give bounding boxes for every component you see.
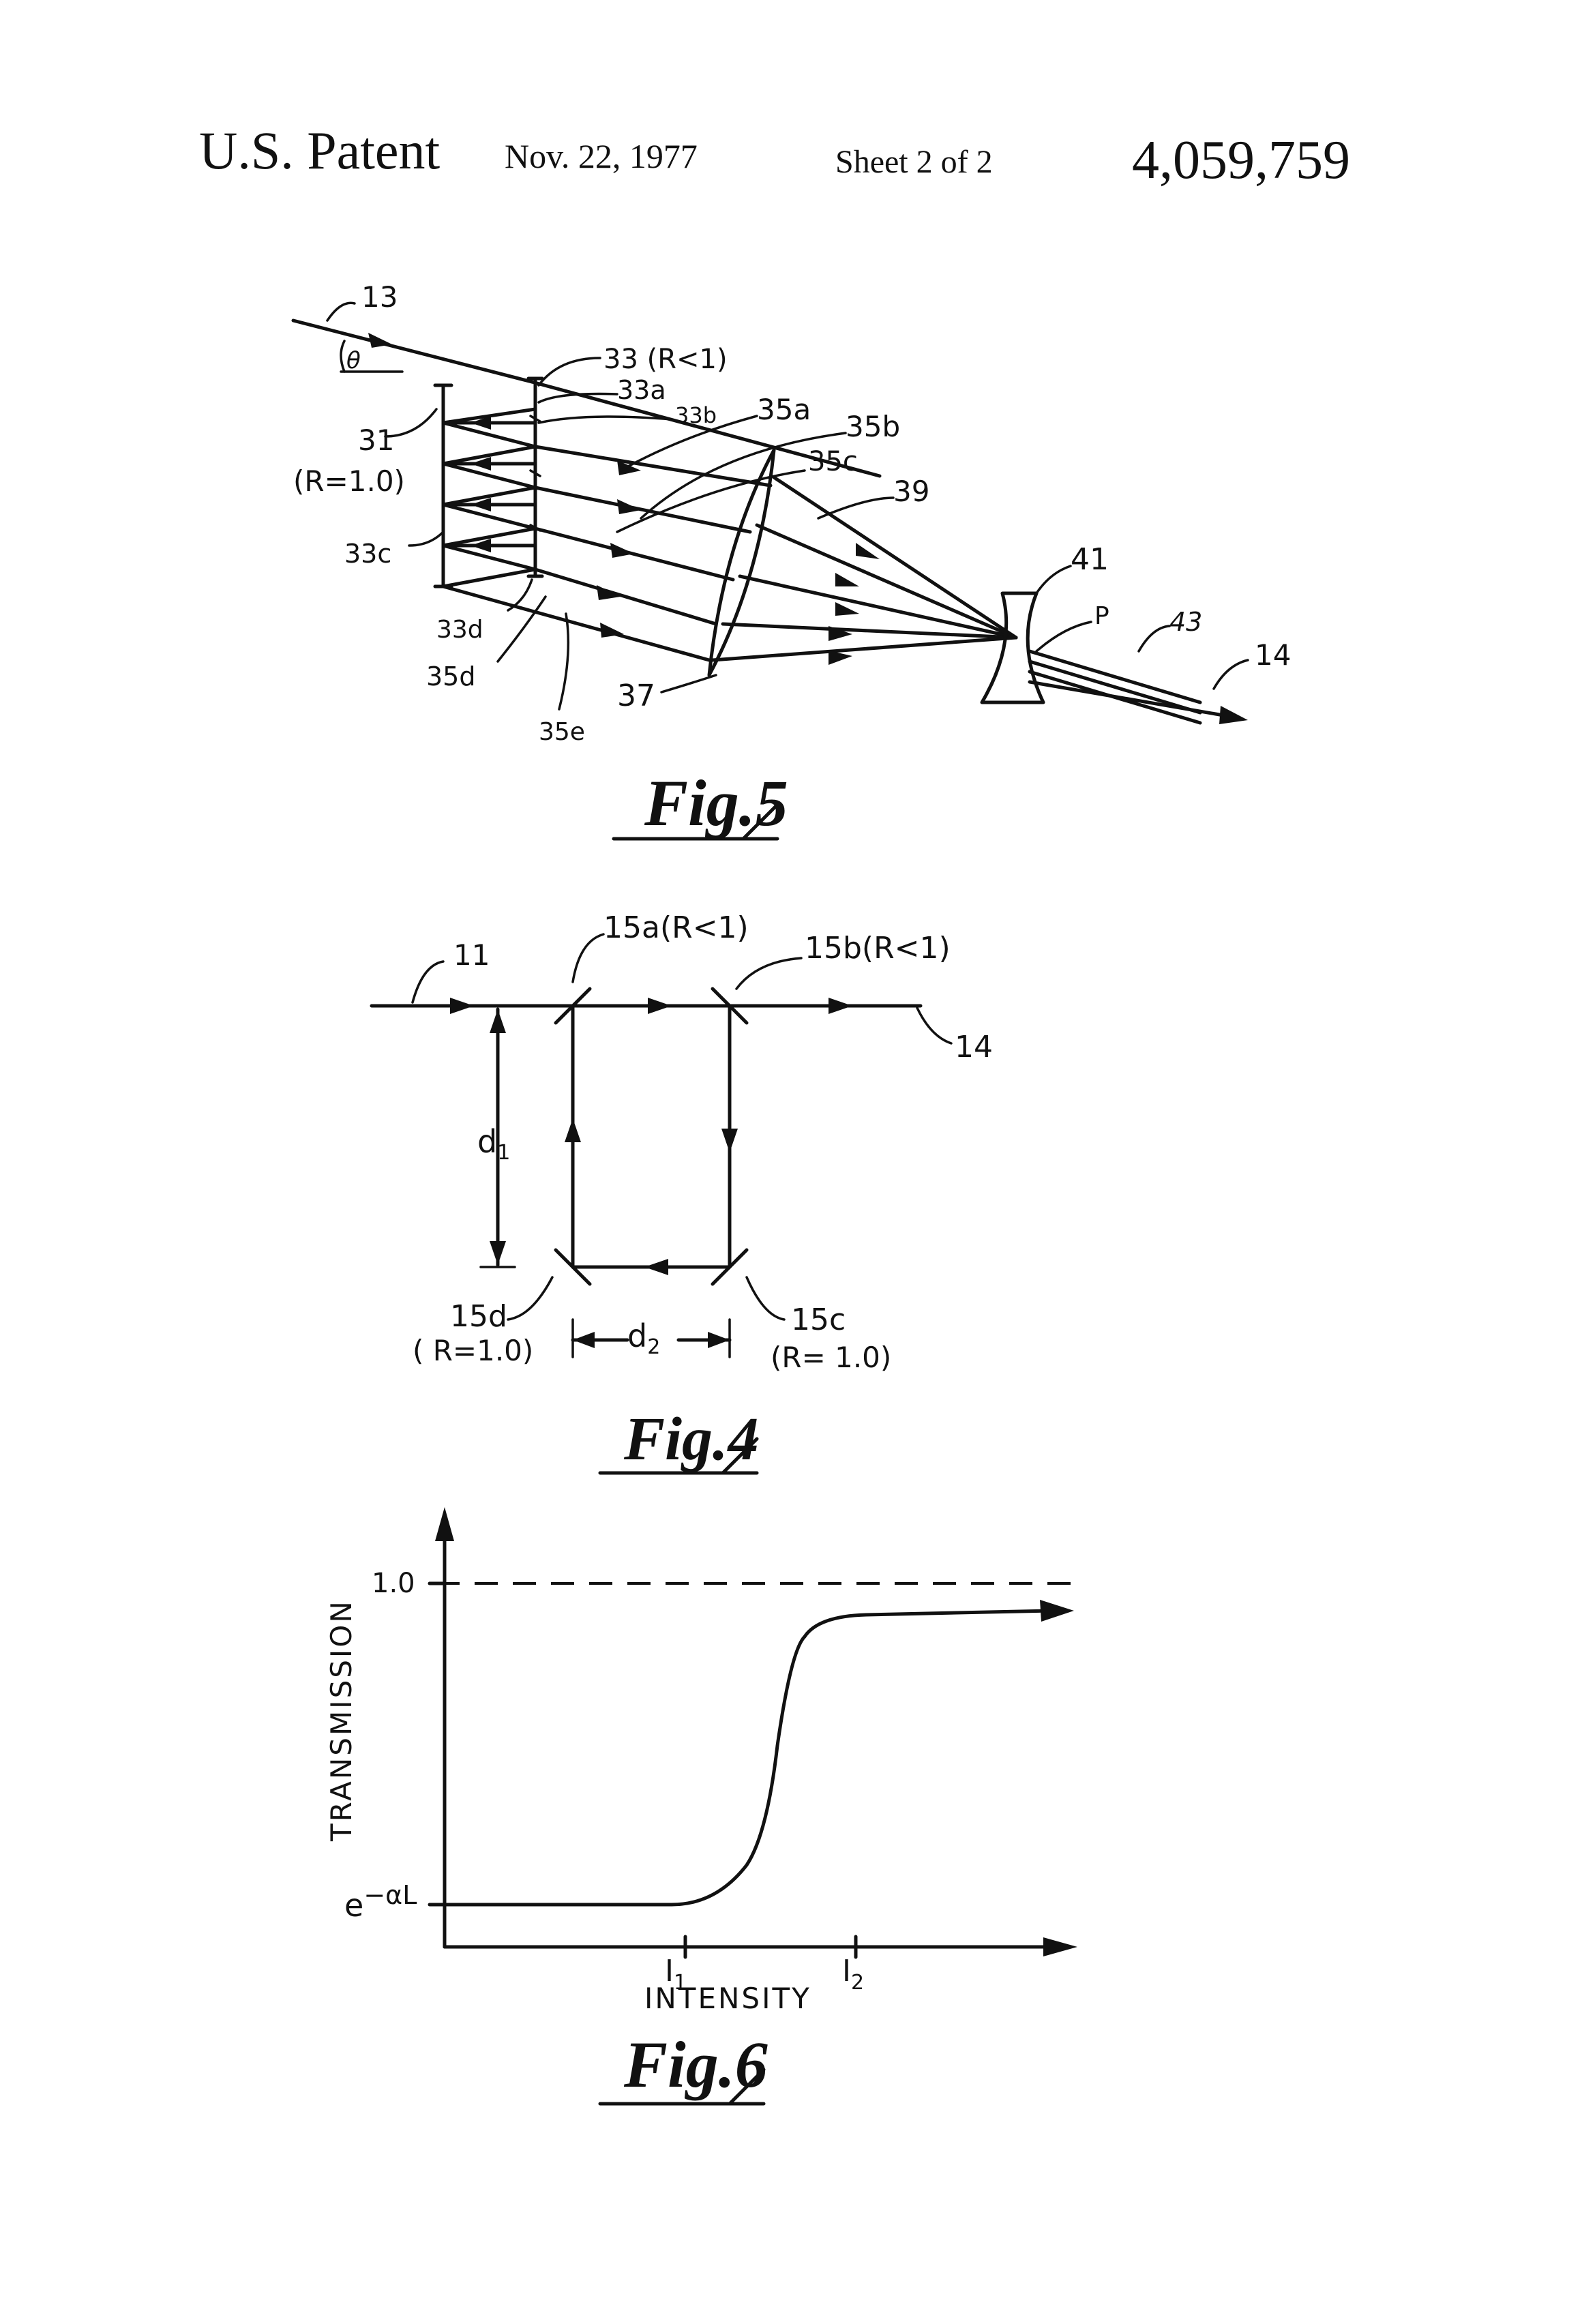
leader-line xyxy=(508,1277,552,1320)
label-33: 33 (R<1) xyxy=(603,344,728,375)
arrow-head xyxy=(450,998,474,1014)
arrow-head xyxy=(829,651,852,665)
arrow-head xyxy=(648,998,672,1014)
converging-beam xyxy=(713,638,1016,660)
label-43: 43 xyxy=(1169,607,1202,637)
arrow-head xyxy=(829,998,852,1014)
label-15d: 15d xyxy=(450,1299,507,1334)
beam-35b xyxy=(535,488,750,532)
figure-5: 13 θ 33 (R<1) 33a 33b 35a 35b 31 (R=1.0)… xyxy=(293,280,1291,839)
label-37: 37 xyxy=(617,679,655,713)
beam-35d xyxy=(535,569,716,624)
y-axis-arrow xyxy=(435,1507,454,1541)
leader-line xyxy=(413,962,443,1002)
converging-beam xyxy=(723,624,1016,638)
leader-line xyxy=(327,303,355,321)
figure-4-caption: Fig.4 xyxy=(623,1405,759,1473)
leader-line xyxy=(1214,660,1248,689)
beam-35a xyxy=(535,447,771,486)
label-33b: 33b xyxy=(675,402,717,428)
label-15d-reflectance: ( R=1.0) xyxy=(413,1334,533,1367)
label-35b: 35b xyxy=(846,410,900,443)
label-P: P xyxy=(1094,602,1109,630)
label-33c: 33c xyxy=(344,539,391,569)
figure-4: 11 15a(R<1) 15b(R<1) 14 d1 d2 15d ( R=1.… xyxy=(372,910,993,1473)
label-33d: 33d xyxy=(436,616,483,644)
arrow-head xyxy=(721,1129,738,1152)
label-15a: 15a(R<1) xyxy=(603,910,749,945)
label-14: 14 xyxy=(1255,638,1291,672)
arrow-head xyxy=(573,1332,595,1348)
label-d2: d2 xyxy=(627,1317,660,1359)
leader-line xyxy=(559,614,568,709)
arrow-head xyxy=(835,602,859,616)
leader-line xyxy=(1036,566,1071,593)
figure-5-caption: Fig.5 xyxy=(644,766,788,839)
arrow-head xyxy=(708,1332,730,1348)
arrow-head xyxy=(565,1118,581,1142)
y-axis-label: TRANSMISSION xyxy=(325,1599,358,1842)
label-15c: 15c xyxy=(791,1302,846,1337)
label-14: 14 xyxy=(955,1030,993,1064)
arrow-head xyxy=(835,573,859,586)
leader-line xyxy=(498,597,546,661)
x-tick-label-i2: I2 xyxy=(842,1954,864,1995)
arrow-head xyxy=(490,1241,506,1265)
arrow-head xyxy=(644,1259,668,1275)
arrow-head xyxy=(610,543,634,558)
arrow-head xyxy=(1219,706,1248,724)
leader-line xyxy=(573,934,603,982)
converging-beam xyxy=(757,525,1016,638)
transmission-curve xyxy=(445,1611,1050,1905)
leader-line xyxy=(661,675,716,692)
label-33a: 33a xyxy=(617,375,666,405)
leader-line xyxy=(539,417,672,423)
leader-line xyxy=(917,1008,951,1043)
arrow-head xyxy=(490,1009,506,1033)
theta-arc xyxy=(341,341,344,372)
curve-arrow xyxy=(1040,1600,1074,1622)
label-13: 13 xyxy=(361,280,398,314)
leader-line xyxy=(409,532,443,546)
label-15b: 15b(R<1) xyxy=(805,931,951,966)
arrow-head xyxy=(617,499,641,514)
multi-reflection-path xyxy=(443,409,535,586)
leader-line xyxy=(747,1277,784,1320)
label-39: 39 xyxy=(893,475,929,508)
figure-6-caption: Fig.6 xyxy=(623,2028,768,2101)
beam-35c xyxy=(535,528,733,580)
label-11: 11 xyxy=(453,938,490,972)
label-15c-reflectance: (R= 1.0) xyxy=(771,1341,891,1374)
label-31-reflectance: (R=1.0) xyxy=(293,464,405,498)
figure-6: 1.0 e−αL TRANSMISSION INTENSITY I1 I2 Fi… xyxy=(325,1507,1077,2104)
leader-line xyxy=(736,958,801,989)
label-theta: θ xyxy=(346,347,361,374)
converging-beam xyxy=(740,576,1016,638)
input-beam-13 xyxy=(293,321,532,382)
label-35c: 35c xyxy=(808,446,858,477)
concave-element-41 xyxy=(982,593,1043,702)
leader-line xyxy=(1036,622,1091,651)
x-axis-arrow xyxy=(1043,1937,1077,1956)
label-31: 31 xyxy=(358,423,394,457)
label-35d: 35d xyxy=(426,661,475,691)
leader-line xyxy=(1139,626,1169,651)
output-beam-14 xyxy=(1030,682,1227,716)
y-tick-label-1: 1.0 xyxy=(372,1568,415,1599)
label-35e: 35e xyxy=(539,718,585,746)
output-ray-43 xyxy=(1030,651,1200,702)
label-35a: 35a xyxy=(757,393,811,426)
label-41: 41 xyxy=(1071,542,1109,577)
leader-line xyxy=(539,358,600,385)
label-d1: d1 xyxy=(477,1123,510,1165)
y-tick-label-low: e−αL xyxy=(344,1880,417,1924)
